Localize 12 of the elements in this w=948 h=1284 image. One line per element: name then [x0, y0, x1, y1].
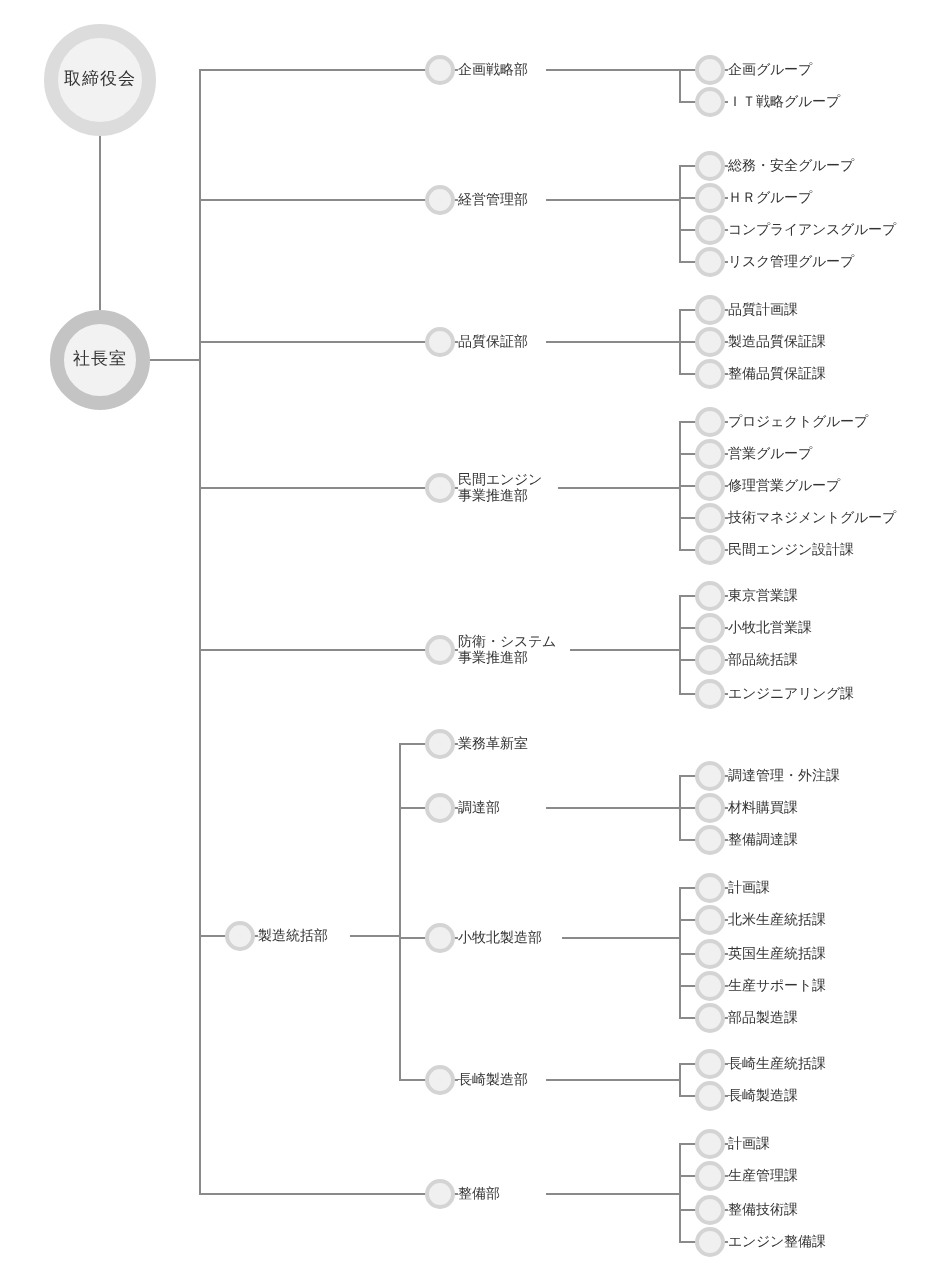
connector-line: [545, 1193, 729, 1257]
connector-line: [557, 487, 729, 565]
connector-line: [545, 199, 729, 277]
connector-line: [561, 937, 729, 1033]
connector-line: [545, 1079, 729, 1111]
org-circle: 取締役会: [44, 24, 156, 136]
connector-line: [545, 69, 729, 117]
connector-line: [545, 341, 729, 389]
connector-line: [99, 135, 101, 311]
org-circle: 社長室: [50, 310, 150, 410]
connector-line: [545, 807, 729, 855]
connector-line: [569, 649, 729, 709]
